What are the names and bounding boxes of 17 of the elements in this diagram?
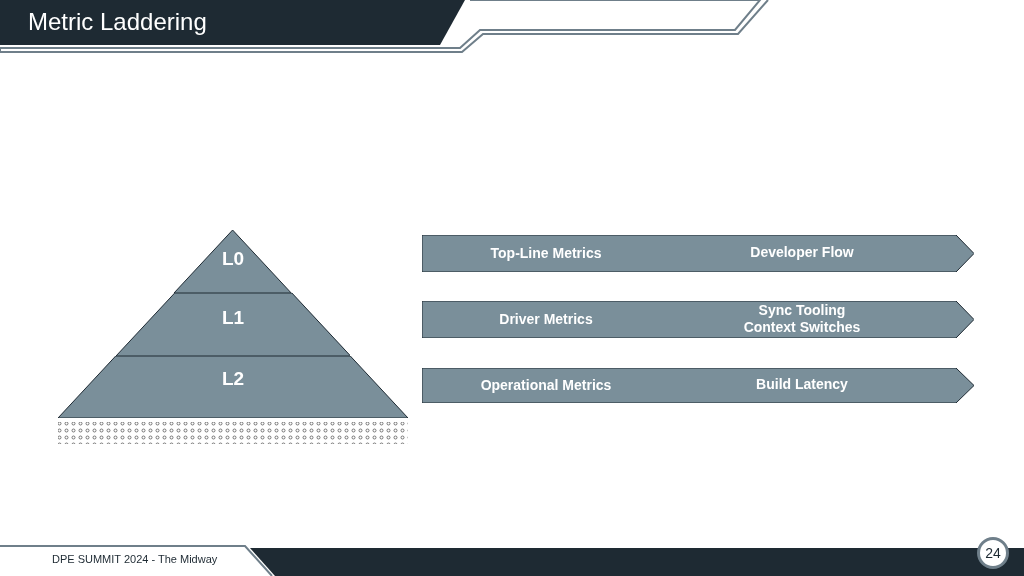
footer-text: DPE SUMMIT 2024 - The Midway [52,552,218,566]
page-number: 24 [977,537,1009,569]
metric-level-label: Driver Metrics [498,310,594,328]
metric-example-label: Developer Flow [749,244,855,261]
metric-level-label: Operational Metrics [479,376,613,394]
tier-label: L0 [220,248,246,270]
metric-level-label: Top-Line Metrics [489,244,603,262]
tier-label: L2 [220,368,246,390]
slide-title: Metric Laddering [28,8,207,36]
metric-example-label: Build Latency [755,376,849,393]
metric-example-label: Context Switches [742,318,862,336]
arrow-band [422,368,974,403]
arrow-band [422,301,974,338]
metric-example-label: Sync Tooling [757,301,847,319]
arrow-band [422,235,974,272]
tier-label: L1 [220,307,246,329]
pyramid-tier [58,356,408,418]
